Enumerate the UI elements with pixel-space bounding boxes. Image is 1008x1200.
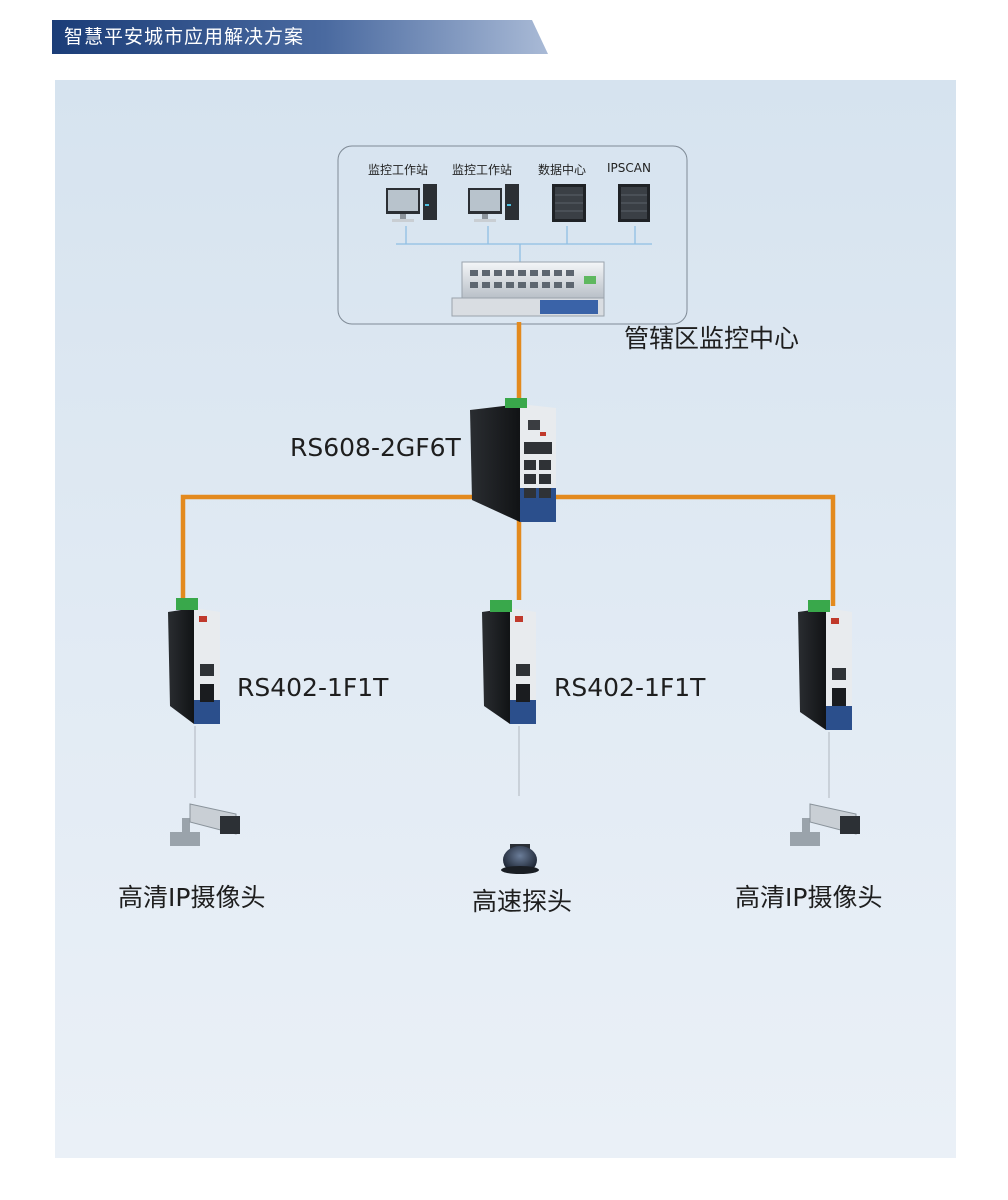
rack-switch-icon: [451, 261, 605, 317]
device-label-ipscan: IPSCAN: [607, 161, 651, 175]
center-bus-lines: [396, 226, 652, 262]
header-banner: [52, 20, 548, 54]
workstation-icon: [468, 184, 519, 222]
endpoint-label-left: 高清IP摄像头: [118, 883, 266, 912]
ip-camera-icon: [790, 803, 860, 846]
monitor-center-label: 管辖区监控中心: [624, 324, 800, 353]
device-label-data-center: 数据中心: [538, 163, 587, 177]
server-rack-icon: [618, 184, 650, 222]
monitor-center-frame: [337, 145, 688, 325]
main-switch-label: RS608-2GF6T: [290, 433, 461, 462]
ip-camera-icon: [170, 803, 240, 846]
din-rail-switch-icon: [168, 598, 220, 724]
din-rail-switch-icon: [798, 600, 852, 730]
device-label-workstation-1: 监控工作站: [368, 163, 429, 177]
page-title: 智慧平安城市应用解决方案: [64, 26, 305, 48]
orange-links: [180, 322, 836, 606]
camera-drop-lines: [194, 726, 830, 798]
endpoint-label-right: 高清IP摄像头: [735, 883, 883, 912]
device-label-workstation-2: 监控工作站: [452, 163, 513, 177]
workstation-icon: [386, 184, 437, 222]
endpoint-label-center: 高速探头: [472, 887, 573, 916]
din-rail-switch-icon: [482, 600, 536, 724]
edge-switch-label-left: RS402-1F1T: [237, 673, 389, 702]
dome-camera-icon: [501, 844, 539, 874]
edge-switch-label-center: RS402-1F1T: [554, 673, 706, 702]
industrial-switch-icon: [470, 398, 556, 522]
server-rack-icon: [552, 184, 586, 222]
